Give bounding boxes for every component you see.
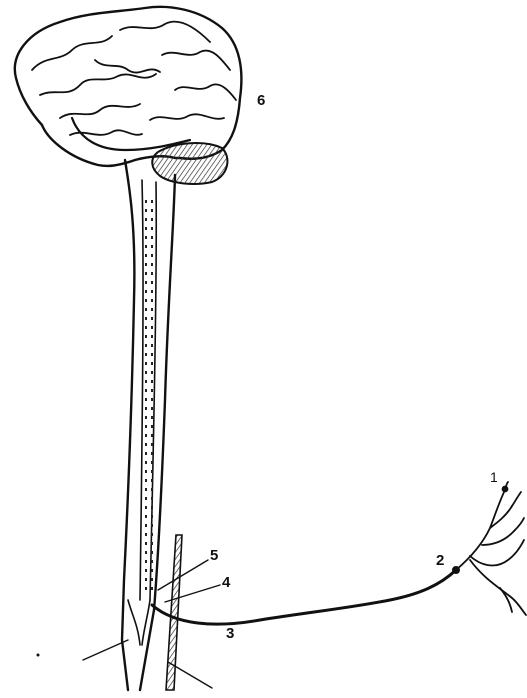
label-sensory-nerve: 3 <box>226 626 234 641</box>
sensory-nerve-illustration <box>152 567 460 625</box>
label-ganglion: 2 <box>436 553 444 568</box>
brain-illustration <box>15 7 242 166</box>
label-spinal-segment: 5 <box>210 548 218 563</box>
vertebral-segment-illustration <box>166 535 182 690</box>
label-brain: 6 <box>257 93 265 108</box>
spinal-cord-illustration <box>122 160 175 690</box>
label-receptor: 1 <box>490 470 498 484</box>
receptor-branches-illustration <box>456 482 526 615</box>
label-dorsal-root: 4 <box>222 575 230 590</box>
cerebellum-illustration <box>152 143 227 184</box>
